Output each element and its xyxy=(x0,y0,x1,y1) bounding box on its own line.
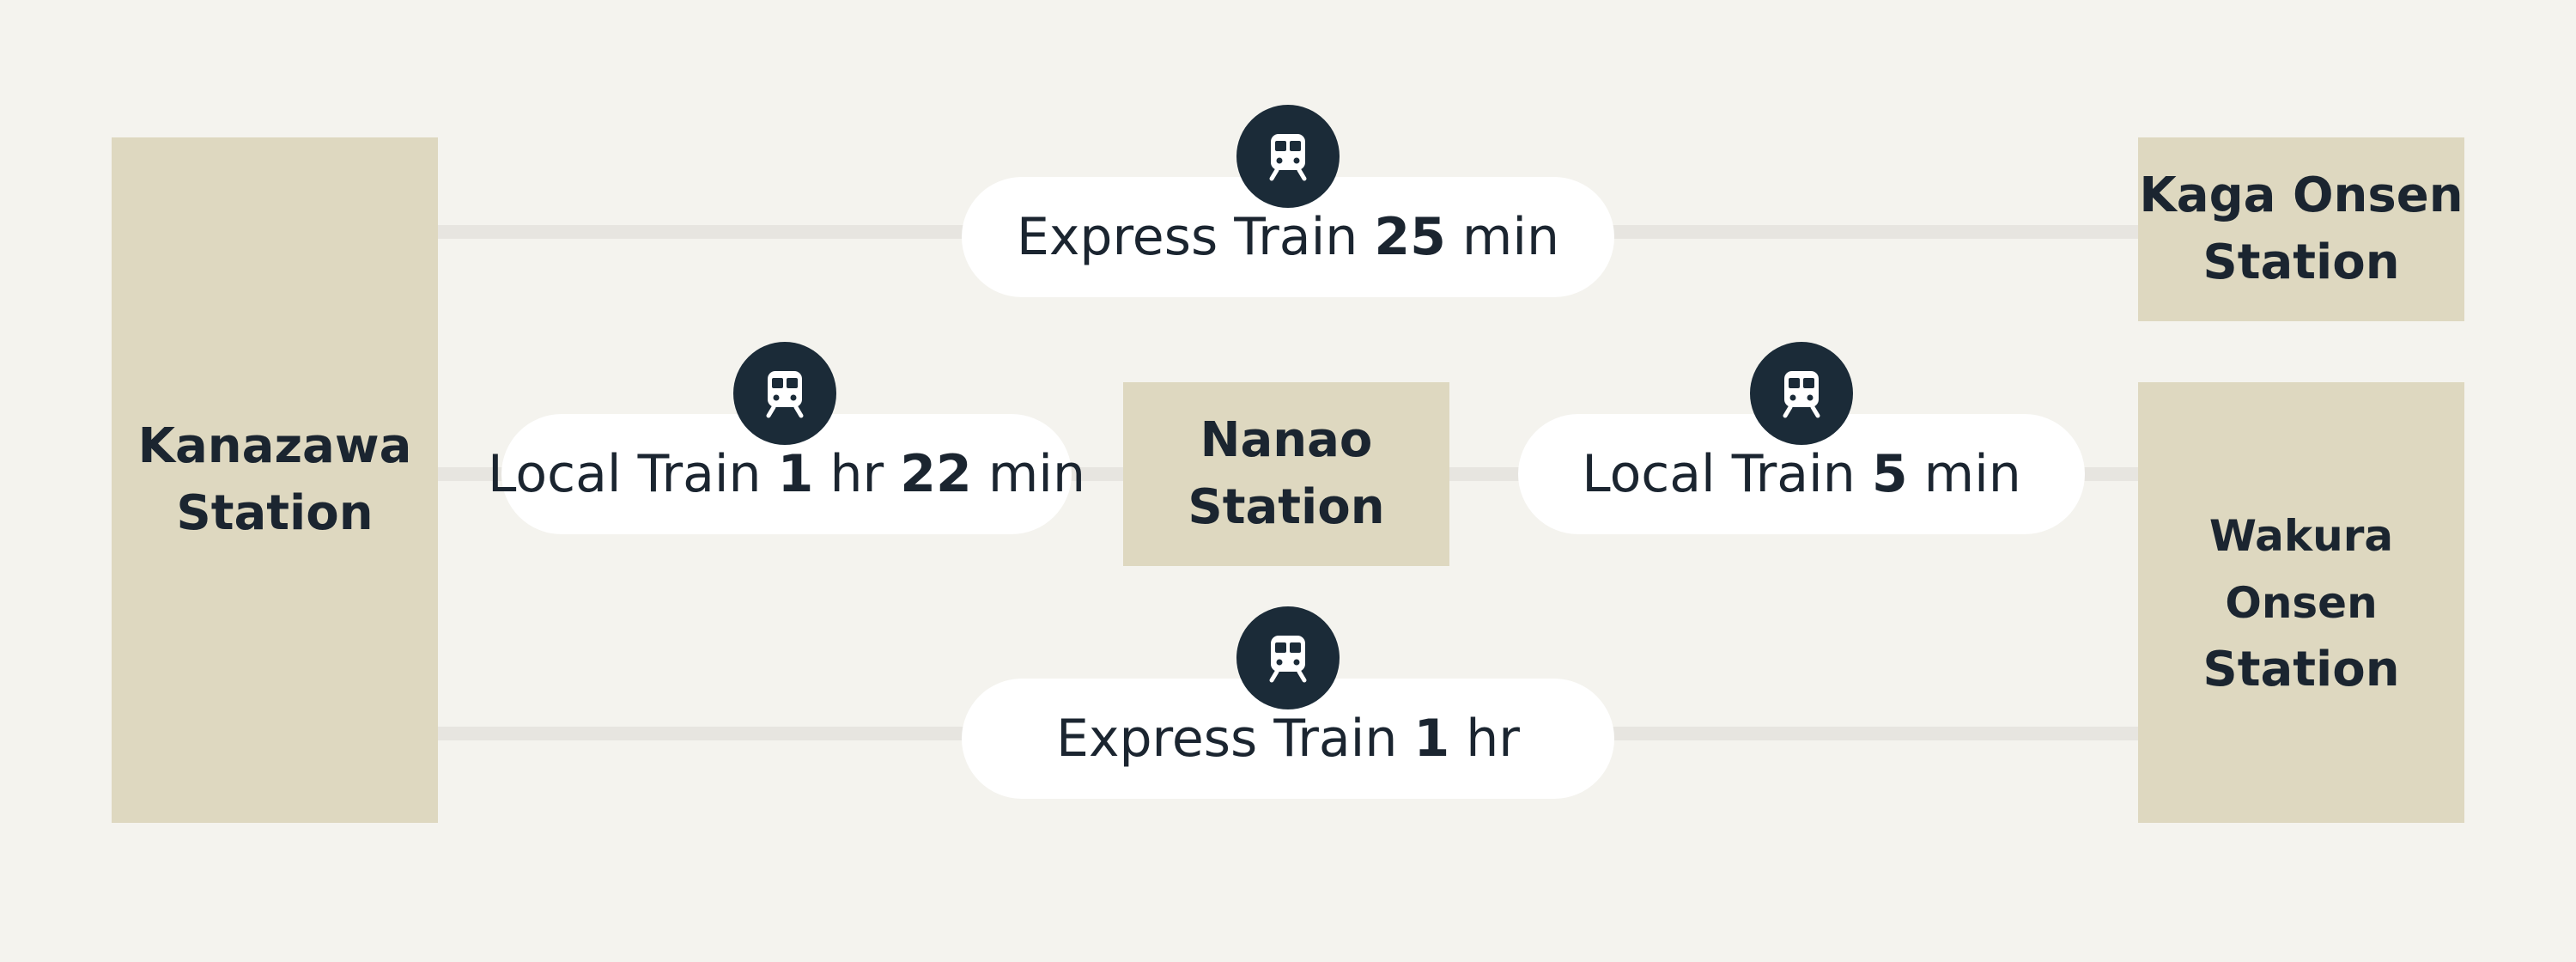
route-bottom-mode: Express Train xyxy=(1056,709,1414,769)
route-right-unit-1: min xyxy=(1907,444,2021,504)
route-bottom-number-1: 1 xyxy=(1413,709,1450,769)
route-left-number-2: 22 xyxy=(900,444,972,504)
station-kaga-onsen-name: Kaga Onsen xyxy=(2139,167,2464,223)
route-top-number-1: 25 xyxy=(1374,207,1446,267)
station-nanao: Nanao Station xyxy=(1123,382,1449,566)
train-icon xyxy=(1236,606,1340,709)
station-kanazawa-suffix: Station xyxy=(176,485,374,541)
route-top-mode: Express Train xyxy=(1016,207,1375,267)
train-icon xyxy=(733,342,836,445)
train-icon xyxy=(1750,342,1853,445)
station-kanazawa: Kanazawa Station xyxy=(112,137,438,823)
station-kaga-onsen: Kaga Onsen Station xyxy=(2138,137,2464,321)
station-kaga-onsen-suffix: Station xyxy=(2202,234,2400,290)
route-top-unit-1: min xyxy=(1445,207,1560,267)
route-left-unit-2: min xyxy=(971,444,1085,504)
station-kanazawa-name: Kanazawa xyxy=(137,418,412,474)
station-wakura-onsen-name: Wakura Onsen xyxy=(2208,510,2394,628)
route-left-mode: Local Train xyxy=(488,444,778,504)
route-left-unit-1: hr xyxy=(813,444,901,504)
route-right-number-1: 5 xyxy=(1871,444,1908,504)
route-bottom-unit-1: hr xyxy=(1449,709,1520,769)
route-right-mode: Local Train xyxy=(1582,444,1872,504)
train-icon xyxy=(1236,105,1340,208)
station-wakura-onsen-suffix: Station xyxy=(2202,641,2400,697)
station-wakura-onsen: Wakura Onsen Station xyxy=(2138,382,2464,823)
station-nanao-name: Nanao xyxy=(1200,412,1373,468)
route-left-number-1: 1 xyxy=(777,444,814,504)
station-nanao-suffix: Station xyxy=(1188,479,1385,535)
